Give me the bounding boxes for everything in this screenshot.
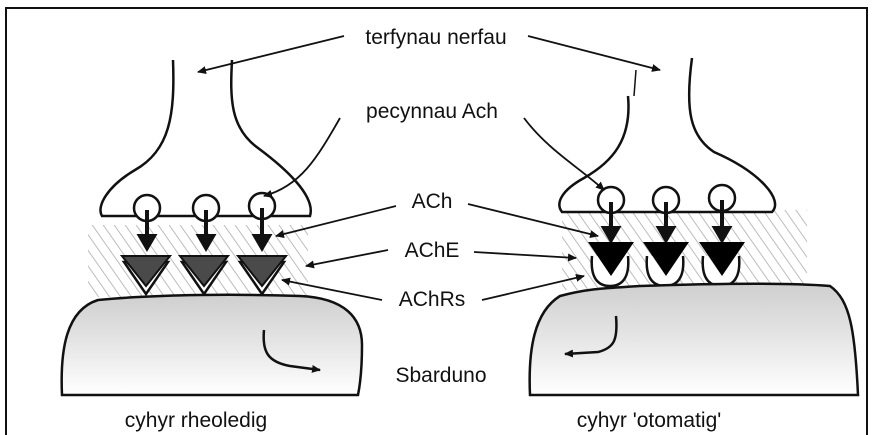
label-ach-packets: pecynnau Ach	[366, 100, 498, 123]
caption-voluntary-muscle: cyhyr rheoledig	[125, 409, 267, 432]
receptors-left	[122, 256, 286, 294]
label-nerve-terminals: terfynau nerfau	[365, 26, 506, 49]
caption-automatic-muscle: cyhyr 'otomatig'	[577, 409, 722, 432]
muscle-fibre-right	[530, 284, 858, 395]
receptors-right	[588, 242, 745, 286]
nerve-terminal-left	[100, 60, 310, 216]
label-achrs: AChRs	[399, 288, 466, 311]
label-ach: ACh	[412, 190, 453, 213]
label-ache: AChE	[405, 239, 460, 262]
label-trigger: Sbarduno	[395, 364, 486, 387]
muscle-fibre-left	[62, 295, 362, 395]
